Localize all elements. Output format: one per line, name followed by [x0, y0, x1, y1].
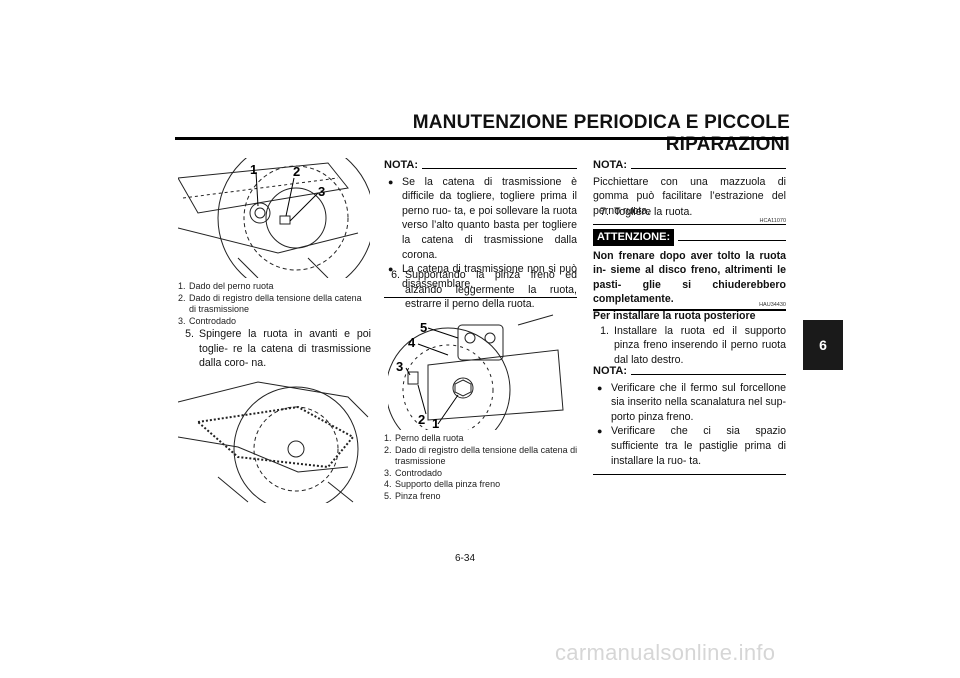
caption-text: Dado del perno ruota: [189, 281, 274, 291]
caption-text: Perno della ruota: [395, 433, 464, 443]
header-rule: [175, 137, 787, 140]
figure1-callout-2: 2: [293, 164, 300, 179]
figure3-callout-3: 3: [396, 359, 403, 374]
nota-text: Picchiettare con una mazzuola di gomma p…: [593, 175, 786, 217]
figure-axle-nut-illustration: 1 2 3: [178, 158, 370, 278]
step-5: 5. Spingere la ruota in avanti e poi togl…: [178, 327, 371, 371]
attenzione-end-rule: [593, 308, 786, 311]
caption-number: 1.: [178, 281, 186, 291]
bullet-icon: ●: [388, 264, 394, 275]
attenzione-rule: [678, 239, 786, 241]
figure-chain-removal-illustration: [178, 381, 369, 503]
caption-number: 2.: [178, 292, 186, 303]
section-heading: Per installare la ruota posteriore: [593, 310, 756, 322]
nota-end-rule: [593, 474, 786, 476]
nota-bullet: La catena di trasmissione non si può dis…: [402, 263, 577, 290]
nota-section-1: NOTA: ● Se la catena di trasmissione è di…: [384, 158, 577, 299]
nota-bullet: Verificare che ci sia spazio sufficiente…: [611, 425, 786, 467]
caption-text: Controdado: [395, 467, 443, 478]
figure3-callout-5: 5: [420, 320, 427, 335]
page-number: 6-34: [455, 553, 476, 564]
caption-number: 5.: [384, 490, 392, 501]
step-number: 6.: [391, 269, 400, 281]
caption-text: Controdado: [189, 315, 237, 326]
step-text: Installare la ruota ed il supporto pinza…: [614, 324, 786, 366]
caption-number: 3.: [178, 315, 186, 326]
attenzione-label: ATTENZIONE:: [593, 229, 675, 246]
figure-brake-caliper-illustration: 5 4 3 2 1: [388, 314, 564, 430]
step-number: 1.: [600, 324, 609, 337]
caption-number: 2.: [384, 444, 392, 455]
step-text: Togliere la ruota.: [614, 206, 693, 218]
bullet-icon: ●: [388, 176, 394, 187]
caption-number: 1.: [384, 433, 392, 443]
figure3-callout-4: 4: [408, 335, 416, 350]
step-text: Supportando la pinza freno ed alzando le…: [405, 269, 577, 311]
bullet-icon: ●: [597, 426, 603, 437]
nota-label: NOTA:: [593, 365, 628, 377]
nota-rule: [631, 167, 786, 169]
nota-section-2: NOTA: Picchiettare con una mazzuola di g…: [593, 158, 786, 226]
section-code: HAU34430: [759, 302, 786, 308]
nota-bullet: Verificare che il fermo sul forcellone s…: [611, 381, 786, 423]
attenzione-text: Non frenare dopo aver tolto la ruota in-…: [593, 249, 786, 306]
bullet-icon: ●: [597, 382, 603, 393]
nota-end-rule: [593, 224, 786, 226]
watermark: carmanualsonline.info: [555, 640, 776, 665]
caption-text: Pinza freno: [395, 490, 441, 501]
figure1-callout-3: 3: [318, 184, 325, 199]
nota-rule: [422, 167, 577, 169]
step-number: 7.: [600, 206, 609, 218]
chapter-tab: 6: [803, 320, 843, 370]
nota-bullet: Se la catena di trasmissione è difficile…: [402, 175, 577, 261]
nota-label: NOTA:: [384, 159, 419, 171]
caption-number: 4.: [384, 479, 392, 489]
install-section: HAU34430 Per installare la ruota posteri…: [593, 302, 786, 367]
figure1-caption: 1.Dado del perno ruota 2.Dado di registr…: [178, 281, 368, 327]
attenzione-code: HCA11070: [759, 218, 787, 224]
attenzione-section: HCA11070 ATTENZIONE: Non frenare dopo av…: [593, 218, 786, 311]
page-title: MANUTENZIONE PERIODICA E PICCOLE RIPARAZ…: [412, 112, 790, 155]
nota-end-rule: [384, 297, 577, 299]
step-6: 6. Supportando la pinza freno ed alzando …: [384, 268, 577, 312]
caption-number: 3.: [384, 467, 392, 478]
caption-text: Supporto della pinza freno: [395, 479, 501, 489]
nota-label: NOTA:: [593, 159, 628, 171]
nota-rule: [631, 373, 786, 375]
step-7: 7. Togliere la ruota.: [593, 205, 786, 220]
caption-text: Dado di registro della tensione della ca…: [189, 292, 362, 315]
step-number: 5.: [185, 328, 194, 340]
caption-text: Dado di registro della tensione della ca…: [395, 444, 578, 467]
figure3-callout-1: 1: [432, 416, 439, 430]
step-text: Spingere la ruota in avanti e poi toglie…: [199, 328, 371, 370]
nota-section-3: NOTA: ● Verificare che il fermo sul force…: [593, 364, 786, 476]
figure1-callout-1: 1: [250, 162, 257, 177]
figure3-callout-2: 2: [418, 412, 425, 427]
figure3-caption: 1.Perno della ruota 2.Dado di registro d…: [384, 433, 579, 502]
